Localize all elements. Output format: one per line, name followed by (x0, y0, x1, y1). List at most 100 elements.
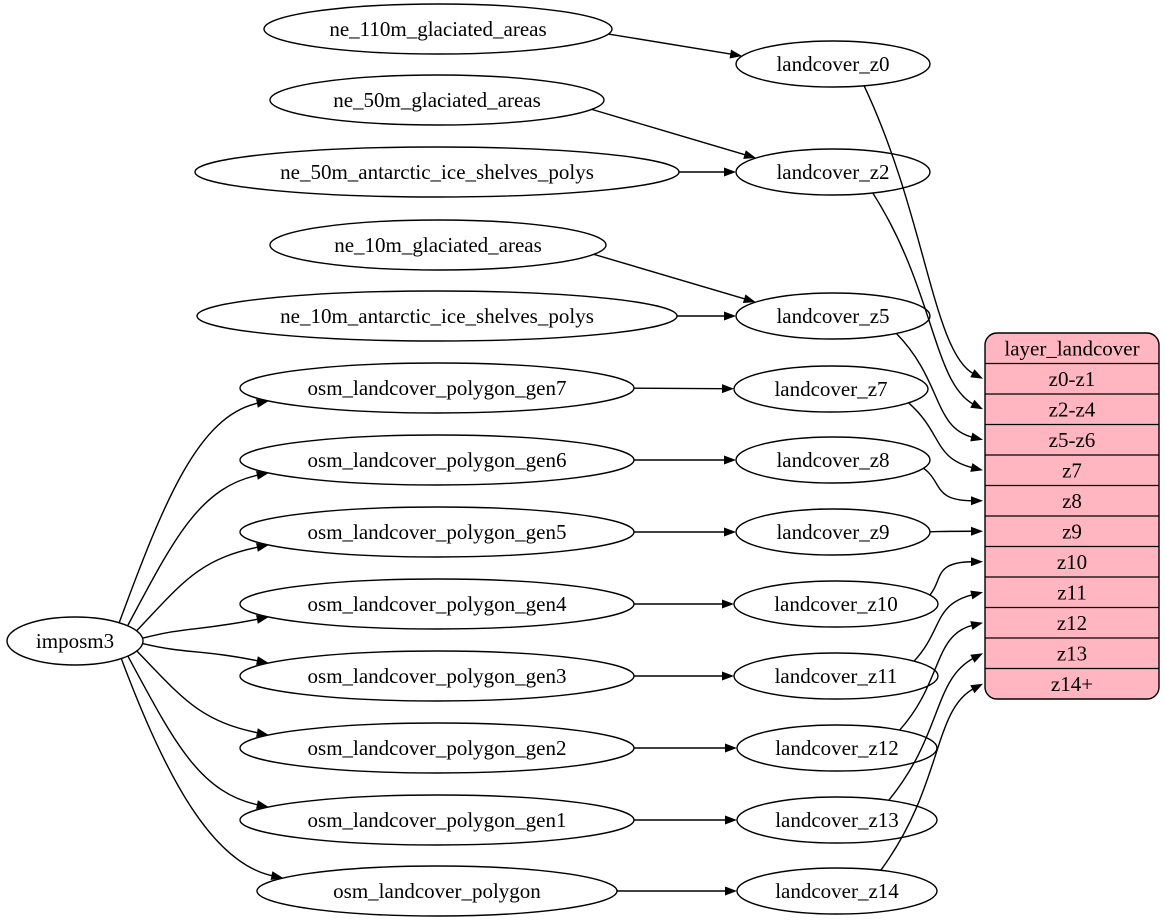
node-label-landcover_z14: landcover_z14 (775, 879, 899, 903)
edge-landcover_z0-to-row-z0-z1 (863, 85, 975, 375)
table-row-z13: z13 (1057, 641, 1087, 665)
node-landcover_z11: landcover_z11 (733, 652, 939, 700)
node-landcover_z7: landcover_z7 (733, 365, 929, 413)
node-ne_50m_glaciated_areas: ne_50m_glaciated_areas (269, 74, 605, 126)
node-label-ne_10m_glaciated_areas: ne_10m_glaciated_areas (334, 233, 542, 257)
edge-osm_landcover_polygon_gen2-to-landcover_z12-arrowhead (725, 743, 737, 753)
edge-landcover_z5-to-row-z5-z6-arrowhead (970, 432, 983, 442)
node-label-landcover_z2: landcover_z2 (776, 160, 889, 184)
edge-landcover_z2-to-row-z2-z4 (872, 192, 975, 406)
edge-ne_50m_glaciated_areas-to-landcover_z2 (591, 108, 747, 156)
edge-imposm3-to-osm_landcover_polygon_gen3 (142, 642, 260, 662)
table-row-z5-z6: z5-z6 (1049, 428, 1096, 452)
table-row-z8: z8 (1062, 489, 1082, 513)
edge-osm_landcover_polygon_gen6-to-landcover_z8-arrowhead (724, 455, 736, 465)
node-osm_landcover_polygon_gen6: osm_landcover_polygon_gen6 (239, 434, 635, 486)
edge-imposm3-to-osm_landcover_polygon_gen1 (127, 655, 260, 806)
edge-imposm3-to-osm_landcover_polygon_gen6 (126, 474, 260, 627)
edge-landcover_z0-to-row-z0-z1-arrowhead (970, 369, 983, 379)
edge-imposm3-to-osm_landcover_polygon_gen3-arrowhead (256, 656, 269, 666)
node-label-osm_landcover_polygon: osm_landcover_polygon (333, 879, 541, 903)
table-row-z10: z10 (1057, 550, 1087, 574)
node-label-ne_110m_glaciated_areas: ne_110m_glaciated_areas (329, 17, 546, 41)
edge-imposm3-to-osm_landcover_polygon (120, 658, 274, 877)
node-label-landcover_z8: landcover_z8 (776, 448, 889, 472)
node-label-landcover_z13: landcover_z13 (775, 808, 899, 832)
node-label-landcover_z0: landcover_z0 (776, 52, 889, 76)
edge-ne_50m_antarctic_ice_shelves_polys-to-landcover_z2-arrowhead (724, 167, 736, 177)
edge-osm_landcover_polygon_gen5-to-landcover_z9-arrowhead (724, 527, 736, 537)
node-imposm3: imposm3 (6, 616, 144, 666)
edge-landcover_z10-to-row-z10 (929, 561, 974, 596)
node-label-landcover_z9: landcover_z9 (776, 520, 889, 544)
node-landcover_z0: landcover_z0 (735, 40, 931, 88)
table-row-z11: z11 (1057, 580, 1087, 604)
node-label-imposm3: imposm3 (36, 629, 114, 653)
table-row-z2-z4: z2-z4 (1049, 397, 1096, 421)
edge-ne_10m_antarctic_ice_shelves_polys-to-landcover_z5-arrowhead (724, 311, 736, 321)
edge-imposm3-to-osm_landcover_polygon_gen7 (118, 402, 260, 623)
edge-landcover_z9-to-row-z9 (929, 530, 974, 533)
edge-imposm3-to-osm_landcover_polygon_gen5-arrowhead (256, 542, 269, 552)
node-osm_landcover_polygon_gen2: osm_landcover_polygon_gen2 (239, 722, 635, 774)
node-label-ne_50m_glaciated_areas: ne_50m_glaciated_areas (333, 88, 541, 112)
node-label-landcover_z12: landcover_z12 (775, 736, 899, 760)
node-ellipse-landcover_z0 (735, 40, 931, 88)
edge-imposm3-to-osm_landcover_polygon_gen4 (142, 618, 260, 639)
edge-landcover_z12-to-row-z12 (899, 624, 974, 731)
edges-layer (118, 33, 983, 896)
edge-landcover_z7-to-row-z7-arrowhead (970, 463, 983, 472)
edge-imposm3-to-osm_landcover_polygon_gen5 (136, 546, 260, 632)
edge-landcover_z11-to-row-z11-arrowhead (970, 590, 983, 600)
edge-imposm3-to-osm_landcover_polygon_gen6-arrowhead (256, 470, 269, 480)
edge-osm_landcover_polygon-to-landcover_z14-arrowhead (725, 886, 737, 896)
node-landcover_z12: landcover_z12 (736, 724, 938, 772)
node-label-ne_10m_antarctic_ice_shelves_polys: ne_10m_antarctic_ice_shelves_polys (280, 304, 594, 328)
node-landcover_z9: landcover_z9 (735, 508, 931, 556)
node-label-osm_landcover_polygon_gen3: osm_landcover_polygon_gen3 (308, 664, 567, 688)
table-row-z14+: z14+ (1051, 672, 1093, 696)
node-label-osm_landcover_polygon_gen7: osm_landcover_polygon_gen7 (308, 376, 567, 400)
node-label-osm_landcover_polygon_gen6: osm_landcover_polygon_gen6 (308, 448, 567, 472)
edge-landcover_z14-to-row-z14+-arrowhead (970, 683, 983, 694)
edge-ne_10m_glaciated_areas-to-landcover_z5-arrowhead (742, 294, 756, 304)
table-row-z9: z9 (1062, 519, 1082, 543)
node-label-landcover_z10: landcover_z10 (774, 592, 898, 616)
node-label-ne_50m_antarctic_ice_shelves_polys: ne_50m_antarctic_ice_shelves_polys (280, 160, 594, 184)
node-landcover_z13: landcover_z13 (736, 796, 938, 844)
edge-imposm3-to-osm_landcover_polygon_gen1-arrowhead (256, 800, 269, 810)
table-row-z7: z7 (1062, 458, 1082, 482)
node-ellipse-ne_110m_glaciated_areas (263, 3, 613, 55)
node-osm_landcover_polygon_gen5: osm_landcover_polygon_gen5 (239, 506, 635, 558)
edge-imposm3-to-osm_landcover_polygon_gen2 (136, 650, 260, 734)
edge-landcover_z8-to-row-z8 (923, 467, 974, 502)
node-osm_landcover_polygon: osm_landcover_polygon (256, 865, 618, 917)
edge-osm_landcover_polygon_gen4-to-landcover_z10-arrowhead (722, 599, 734, 609)
node-landcover_z5: landcover_z5 (735, 292, 931, 340)
node-ellipse-landcover_z7 (733, 365, 929, 413)
edge-ne_10m_glaciated_areas-to-landcover_z5 (593, 253, 747, 300)
edge-landcover_z13-to-row-z13 (888, 657, 975, 801)
node-label-osm_landcover_polygon_gen2: osm_landcover_polygon_gen2 (308, 736, 567, 760)
edge-landcover_z8-to-row-z8-arrowhead (971, 496, 983, 506)
edge-landcover_z11-to-row-z11 (913, 593, 974, 662)
table-header-label: layer_landcover (1004, 336, 1139, 360)
table-row-z12: z12 (1057, 611, 1087, 635)
edge-landcover_z2-to-row-z2-z4-arrowhead (970, 399, 983, 410)
edge-landcover_z13-to-row-z13-arrowhead (970, 653, 983, 663)
node-landcover_z2: landcover_z2 (735, 148, 931, 196)
edge-imposm3-to-osm_landcover_polygon-arrowhead (270, 871, 284, 881)
node-ellipse-ne_10m_glaciated_areas (269, 219, 607, 271)
edge-ne_110m_glaciated_areas-to-landcover_z0-arrowhead (729, 49, 743, 59)
node-label-landcover_z7: landcover_z7 (774, 377, 887, 401)
edge-landcover_z9-to-row-z9-arrowhead (971, 526, 983, 536)
node-label-osm_landcover_polygon_gen1: osm_landcover_polygon_gen1 (308, 808, 567, 832)
node-landcover_z10: landcover_z10 (733, 580, 939, 628)
table-row-z0-z1: z0-z1 (1049, 367, 1096, 391)
node-osm_landcover_polygon_gen7: osm_landcover_polygon_gen7 (239, 362, 635, 414)
node-osm_landcover_polygon_gen4: osm_landcover_polygon_gen4 (239, 578, 635, 630)
edge-osm_landcover_polygon_gen3-to-landcover_z11-arrowhead (722, 671, 734, 681)
edge-landcover_z14-to-row-z14+ (880, 687, 975, 871)
edge-imposm3-to-osm_landcover_polygon_gen7-arrowhead (256, 398, 269, 408)
